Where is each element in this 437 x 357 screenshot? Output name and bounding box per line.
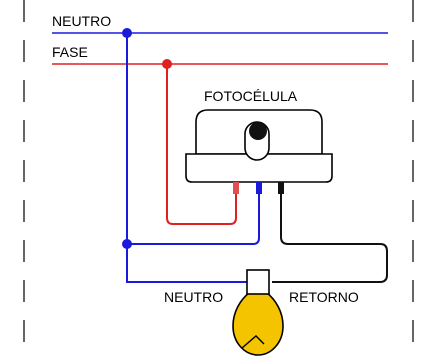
- fase-junction: [162, 59, 172, 69]
- retorno-wire: [272, 194, 388, 283]
- fotocelula-label: FOTOCÉLULA: [204, 88, 298, 104]
- neutro-junction-top: [122, 28, 132, 38]
- photocell-sensor: [249, 122, 267, 140]
- photocell-base: [185, 153, 333, 183]
- bulb-socket: [246, 269, 270, 295]
- retorno-label: RETORNO: [289, 289, 359, 305]
- neutro-wire: [126, 33, 247, 283]
- neutro-junction-bottom: [122, 239, 132, 249]
- neutro-photocell-wire: [127, 194, 260, 245]
- bulb-glass: [232, 291, 284, 356]
- neutro-bottom-label: NEUTRO: [164, 289, 223, 305]
- light-bulb: [232, 269, 284, 356]
- fase-wire: [166, 64, 237, 225]
- terminal-neutro: [256, 182, 262, 194]
- photocell: [185, 109, 333, 194]
- bulb-filament: [241, 335, 265, 349]
- neutro-label: NEUTRO: [52, 13, 111, 29]
- terminal-retorno: [278, 182, 284, 194]
- fase-label: FASE: [52, 44, 88, 60]
- terminal-fase: [233, 182, 239, 194]
